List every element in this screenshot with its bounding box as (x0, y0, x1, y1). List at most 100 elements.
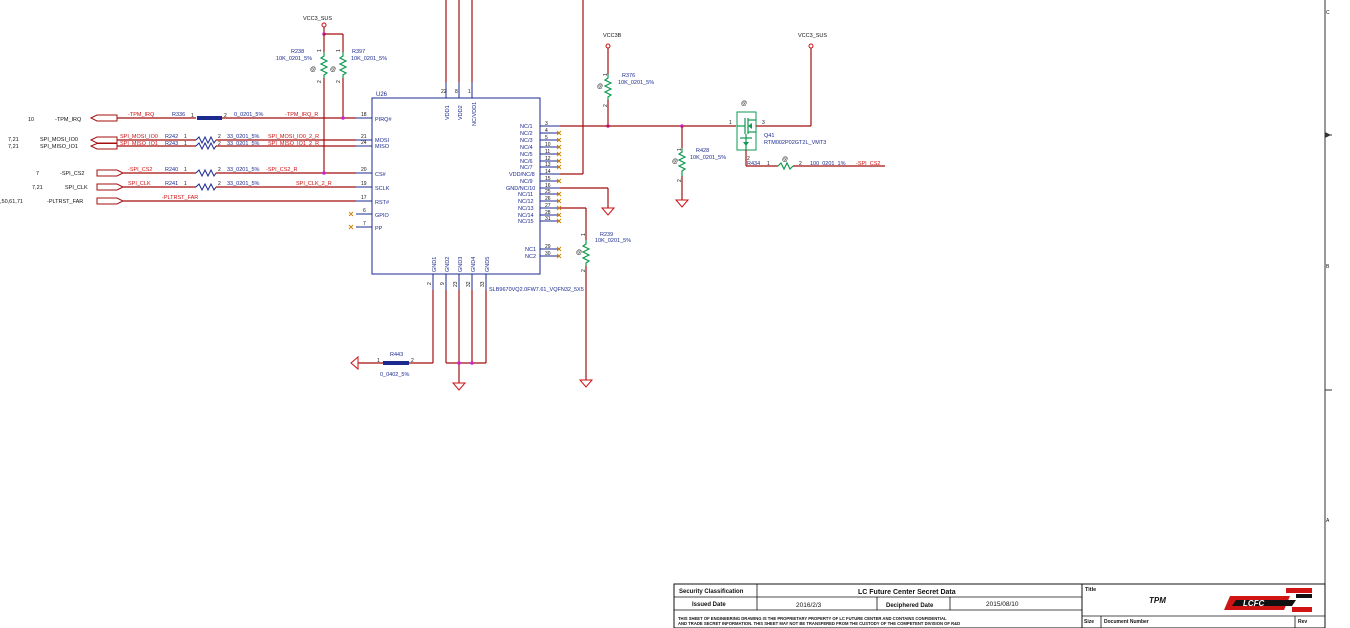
pin-num-28: 28 (545, 210, 551, 216)
pin-name-rst: RST# (375, 200, 390, 206)
size-label: Size (1084, 619, 1094, 625)
pin-name-nc7: NC/7 (520, 165, 533, 171)
pin-num-14: 14 (545, 169, 551, 175)
r238-ref: R238 (291, 49, 304, 55)
pin-num-10: 10 (545, 142, 551, 148)
r238-value: 10K_0201_5% (276, 56, 312, 62)
r240-ref: R240 (165, 167, 178, 173)
transistor-q41[interactable]: 1 3 2 Q41 RTM002P02GT2L_VMT3 @ (729, 101, 826, 162)
pin-name-nc2: NC/2 (520, 131, 533, 137)
pin-name-nc13: NC/13 (518, 206, 534, 212)
pin-num-19: 19 (361, 181, 367, 187)
resistor-r242[interactable] (195, 135, 217, 145)
r443-pin1: 1 (377, 358, 380, 364)
pin-num-16: 16 (545, 183, 551, 189)
pin-num-17: 17 (361, 195, 367, 201)
r238-pin1: 1 (317, 49, 323, 52)
pin-num-24: 24 (361, 140, 367, 146)
net-spi-mosi[interactable]: 7,21 SPI_MOSI_IO0 SPI_MOSI_IO0 R242 1 2 … (8, 134, 356, 145)
conn-ref-mosi: 7,21 (8, 137, 19, 143)
vcc3-sus-right-label: VCC3_SUS (798, 33, 827, 39)
net-pltrst[interactable]: ,50,61,71 -PLTRST_FAR -PLTRST_FAR (0, 195, 356, 205)
r434-value: 100_0201_1% (810, 161, 846, 167)
pin-num-13: 13 (545, 162, 551, 168)
r376-pin2: 2 (603, 104, 609, 107)
resistor-r428[interactable]: 1 2 R428 10K_0201_5% @ (672, 148, 726, 182)
r239-ref: R239 (600, 232, 613, 238)
net-spi-cs2[interactable]: 7 -SPI_CS2 -SPI_CS2 R240 1 2 33_0201_5% … (36, 167, 356, 178)
r428-at: @ (672, 159, 678, 165)
pin-num-33: 33 (480, 281, 486, 287)
resistor-r238[interactable]: 1 2 R238 10K_0201_5% @ (276, 49, 329, 83)
secret-label: LC Future Center Secret Data (858, 589, 956, 596)
pin-name-nc11: NC/11 (518, 192, 533, 198)
net-label-clk: SPI_CLK (128, 181, 151, 187)
r434-pin1: 1 (767, 161, 770, 167)
resistor-r243[interactable] (195, 141, 217, 151)
pin-name-nc9: NC/9 (520, 179, 533, 185)
resistor-r239[interactable]: 1 2 R239 10K_0201_5% @ (560, 207, 631, 388)
r376-ref: R376 (622, 73, 635, 79)
net-label-clk-r: SPI_CLK_2_R (296, 181, 332, 187)
ic-u26[interactable]: U26 SLB9670VQ2.0FW7.61_VQFN32_5X5 18 21 … (348, 82, 584, 293)
deciphered-value: 2015/08/10 (986, 601, 1019, 608)
conn-ref-tpm-irq: 10 (28, 117, 34, 123)
resistor-r397[interactable]: 1 2 R397 10K_0201_5% @ (330, 49, 387, 83)
r242-pin1: 1 (184, 134, 187, 140)
conn-name-miso: SPI_MISO_IO1 (40, 144, 78, 150)
rev-label: Rev (1298, 619, 1307, 625)
r376-pin1: 1 (603, 73, 609, 76)
r336-ref: R336 (172, 112, 185, 118)
resistor-r443[interactable]: R443 1 2 0_0402_5% (377, 352, 414, 378)
r428-ref: R428 (696, 148, 709, 154)
top-wires (445, 0, 584, 175)
resistor-r241[interactable] (195, 182, 217, 192)
r243-pin1: 1 (184, 141, 187, 147)
conn-name-cs2: -SPI_CS2 (60, 171, 84, 177)
resistor-r434[interactable]: R434 1 2 100_0201_1% @ -SPI_CS2 (745, 150, 885, 171)
pin-num-11: 11 (545, 149, 550, 155)
net-label-cs2-out: -SPI_CS2 (856, 161, 880, 167)
pin-num-21: 21 (361, 134, 367, 140)
pin-num-31: 31 (545, 216, 551, 222)
resistor-r336[interactable] (197, 116, 222, 120)
r241-pin1: 1 (184, 181, 187, 187)
net-tpm-irq[interactable]: 10 -TPM_IRQ -TPM_IRQ R336 1 2 0_0201_5% … (28, 112, 356, 123)
ic-bottom-pins: GND1 GND2 GND3 GND4 GND5 2 9 23 32 33 (427, 257, 491, 290)
net-label-mosi-r: SPI_MOSI_IO0_2_R (268, 134, 319, 140)
r376-at: @ (597, 84, 603, 90)
lcfc-logo-text: LCFC (1243, 599, 1265, 608)
pin-name-nc1b: NC1 (525, 247, 536, 253)
power-vcc3-sus-left: VCC3_SUS (303, 16, 344, 173)
net-spi-clk[interactable]: 7,21 SPI_CLK SPI_CLK R241 1 2 33_0201_5%… (32, 181, 356, 192)
pin-name-sclk: SCLK (375, 186, 390, 192)
r241-pin2: 2 (218, 181, 221, 187)
bottom-ground-net (350, 290, 487, 391)
r434-at: @ (782, 157, 788, 163)
issued-label: Issued Date (692, 602, 726, 608)
r443-value: 0_0402_5% (380, 372, 409, 378)
net-label-tpm-irq-r: -TPM_IRQ_R (285, 112, 318, 118)
net-label-mosi: SPI_MOSI_IO0 (120, 134, 158, 140)
r242-ref: R242 (165, 134, 178, 140)
net-gnd-nc10 (560, 187, 616, 216)
r336-value: 0_0201_5% (234, 112, 263, 118)
r397-value: 10K_0201_5% (351, 56, 387, 62)
r242-value: 33_0201_5% (227, 134, 260, 140)
pin-name-nc3: NC/3 (520, 138, 533, 144)
pin-num-3: 3 (545, 121, 548, 127)
resistor-r240[interactable] (195, 168, 217, 178)
r397-pin1: 1 (336, 49, 342, 52)
lcfc-logo: LCFC (1222, 588, 1317, 613)
pin-name-gpio: GPIO (375, 213, 389, 219)
pin-name-nc12: NC/12 (518, 199, 534, 205)
r239-pin2: 2 (581, 269, 587, 272)
r443-pin2: 2 (411, 358, 414, 364)
conn-ref-cs2: 7 (36, 171, 39, 177)
pin-name-nc2b: NC2 (525, 254, 536, 260)
r238-pin2: 2 (317, 80, 323, 83)
net-spi-miso[interactable]: 7,21 SPI_MISO_IO1 SPI_MISO_IO1 R243 1 2 … (8, 141, 356, 151)
r443-ref: R443 (390, 352, 403, 358)
resistor-r376[interactable]: 1 2 R376 10K_0201_5% @ (597, 73, 654, 107)
